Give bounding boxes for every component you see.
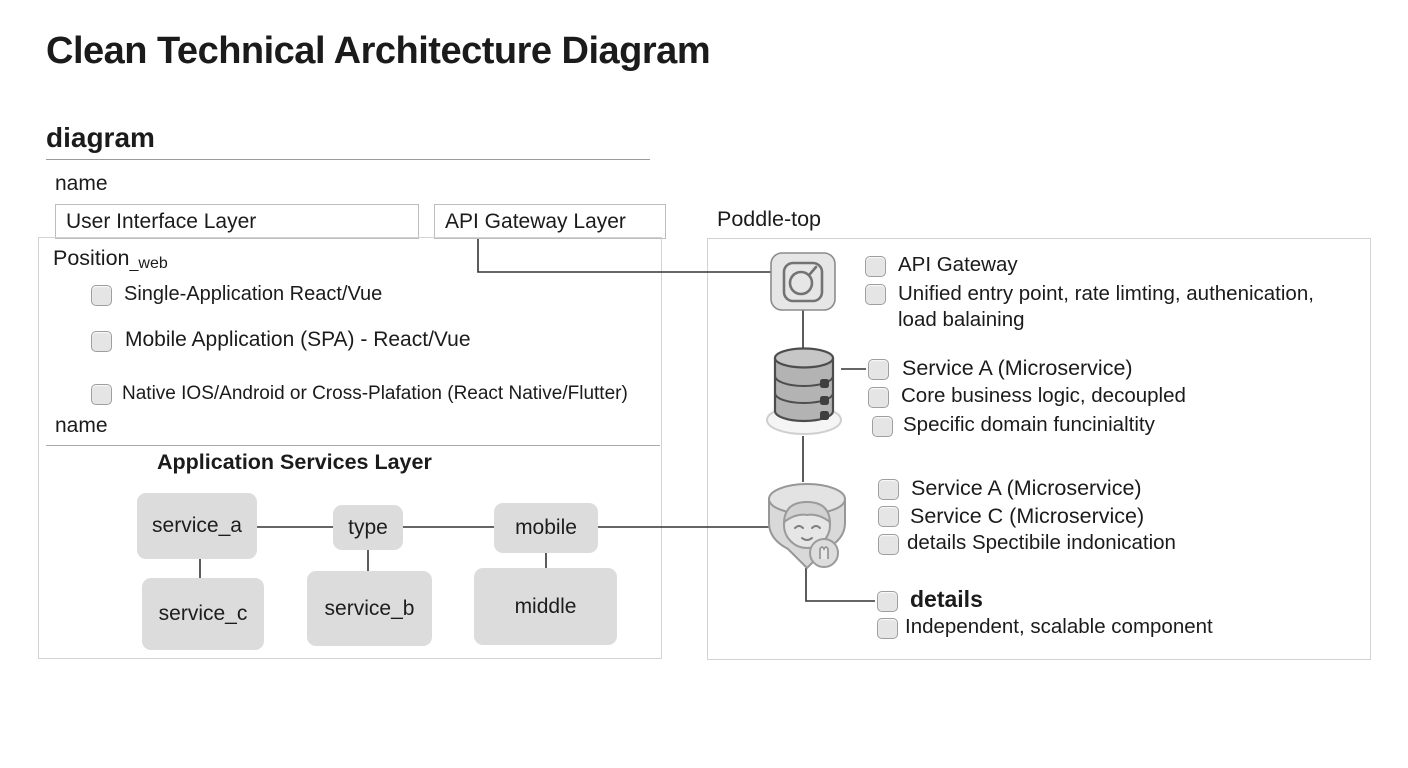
label-independent: Independent, scalable component — [905, 615, 1213, 638]
label-details-spectibile: details Spectibile indonication — [907, 531, 1176, 554]
position-label-text: Position — [53, 246, 130, 270]
checkbox-service-c[interactable] — [878, 506, 899, 527]
api-gateway-layer-input[interactable] — [434, 204, 666, 239]
option-checkbox-native[interactable] — [91, 384, 112, 405]
node-service-b[interactable]: service_b — [307, 571, 432, 646]
label-details: details — [910, 586, 983, 612]
checkbox-service-a-db[interactable] — [868, 359, 889, 380]
checkbox-specific-domain[interactable] — [872, 416, 893, 437]
name-divider — [46, 445, 660, 446]
checkbox-core-business[interactable] — [868, 387, 889, 408]
option-checkbox-single-application[interactable] — [91, 285, 112, 306]
label-core-business: Core business logic, decoupled — [901, 384, 1186, 407]
option-label-mobile-application: Mobile Application (SPA) - React/Vue — [125, 328, 471, 351]
option-label-native: Native IOS/Android or Cross-Plafation (R… — [122, 383, 628, 404]
option-checkbox-mobile-application[interactable] — [91, 331, 112, 352]
label-api-gateway: API Gateway — [898, 253, 1018, 276]
label-specific-domain: Specific domain funcinialtity — [903, 413, 1155, 436]
label-service-a-person: Service A (Microservice) — [911, 476, 1142, 500]
checkbox-service-a-person[interactable] — [878, 479, 899, 500]
node-service-a[interactable]: service_a — [137, 493, 257, 559]
node-service-c[interactable]: service_c — [142, 578, 264, 650]
camera-icon[interactable] — [770, 252, 836, 316]
checkbox-details[interactable] — [877, 591, 898, 612]
name-field-label: name — [55, 172, 108, 195]
right-panel — [707, 238, 1371, 660]
label-service-a-db: Service A (Microservice) — [902, 356, 1133, 380]
poddle-top-label: Poddle-top — [717, 207, 821, 231]
section-divider — [46, 159, 650, 160]
checkbox-details-spectibile[interactable] — [878, 534, 899, 555]
position-suffix-text: _web — [129, 255, 168, 272]
checkbox-independent[interactable] — [877, 618, 898, 639]
node-mobile[interactable]: mobile — [494, 503, 598, 553]
checkbox-unified-entry[interactable] — [865, 284, 886, 305]
label-service-c: Service C (Microservice) — [910, 504, 1145, 528]
position-web-label: Position_web — [53, 246, 168, 272]
name-field-label-2: name — [55, 414, 108, 437]
application-services-heading: Application Services Layer — [157, 450, 432, 474]
label-unified-entry: Unified entry point, rate limting, authe… — [898, 282, 1314, 331]
left-panel — [38, 237, 662, 659]
diagram-section-heading: diagram — [46, 122, 155, 153]
database-icon[interactable] — [764, 343, 844, 443]
page-title: Clean Technical Architecture Diagram — [46, 30, 711, 72]
person-icon[interactable] — [766, 477, 848, 577]
option-label-single-application: Single-Application React/Vue — [124, 283, 383, 305]
checkbox-api-gateway[interactable] — [865, 256, 886, 277]
node-middle[interactable]: middle — [474, 568, 617, 645]
node-type[interactable]: type — [333, 505, 403, 550]
user-interface-layer-input[interactable] — [55, 204, 419, 239]
